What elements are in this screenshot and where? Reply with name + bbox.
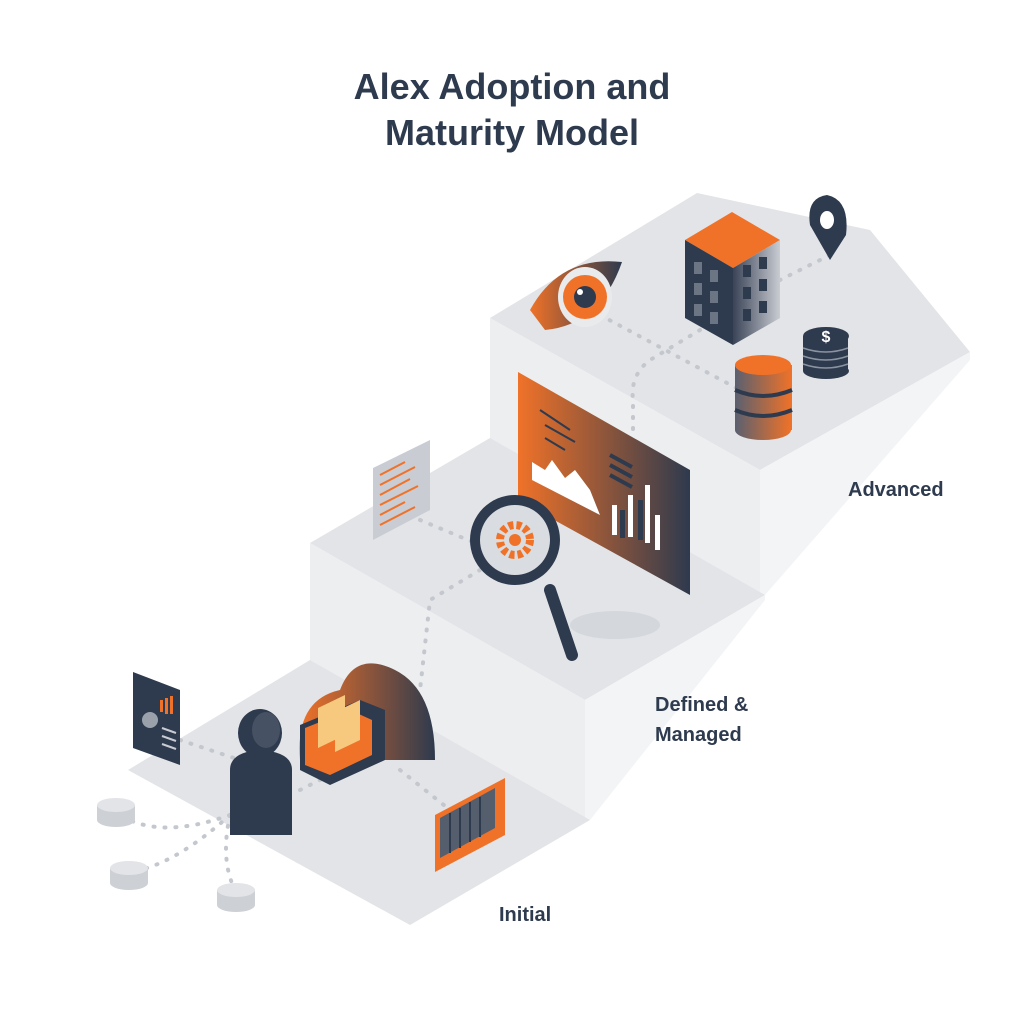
connector-lines — [118, 253, 832, 892]
database-disk-icon — [217, 883, 255, 912]
stage-label-advanced: Advanced — [848, 479, 944, 501]
coins-icon: $ — [802, 327, 849, 379]
database-icon — [734, 355, 793, 440]
title-line-1: Alex Adoption and — [353, 66, 671, 107]
stage-label-line-1: Defined & — [655, 694, 749, 716]
stage-label-defined-managed: Defined & Managed — [655, 690, 748, 750]
code-document-icon — [373, 440, 430, 540]
server-rack-icon — [435, 778, 505, 872]
analytics-dashboard-icon — [518, 372, 690, 595]
database-disk-icon — [97, 798, 135, 827]
building-icon — [685, 212, 780, 345]
page-title: Alex Adoption and Maturity Model — [0, 64, 1024, 156]
location-pin-icon — [809, 195, 847, 260]
magnifier-gear-icon — [470, 495, 660, 661]
stage-label-initial: Initial — [499, 904, 552, 926]
report-document-icon — [133, 672, 180, 765]
eye-icon — [530, 261, 622, 330]
svg-text:$: $ — [822, 329, 831, 346]
database-disk-icon — [110, 861, 148, 890]
stage-label-line-2: Managed — [655, 724, 742, 746]
cloud-file-cabinet-icon — [299, 663, 435, 785]
title-line-2: Maturity Model — [384, 112, 639, 153]
user-icon — [230, 709, 292, 835]
